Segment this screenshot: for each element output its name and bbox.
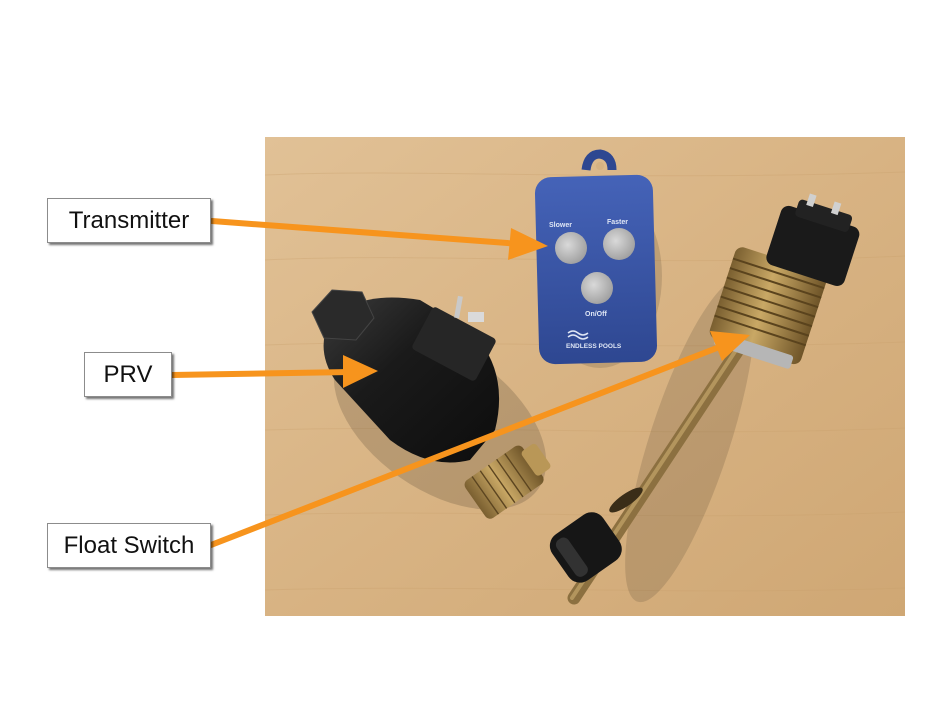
arrow-transmitter-head xyxy=(508,228,548,260)
arrow-prv xyxy=(172,355,378,388)
prv-callout: PRV xyxy=(84,352,172,397)
prv-label: PRV xyxy=(104,361,153,389)
float-switch-callout: Float Switch xyxy=(47,523,211,568)
arrow-transmitter xyxy=(212,221,548,260)
transmitter-callout: Transmitter xyxy=(47,198,211,243)
transmitter-label: Transmitter xyxy=(69,207,189,235)
arrow-prv-head xyxy=(343,355,378,388)
arrow-float-switch xyxy=(211,331,750,545)
arrow-float-switch-head xyxy=(710,331,750,361)
float-switch-label: Float Switch xyxy=(64,532,195,560)
